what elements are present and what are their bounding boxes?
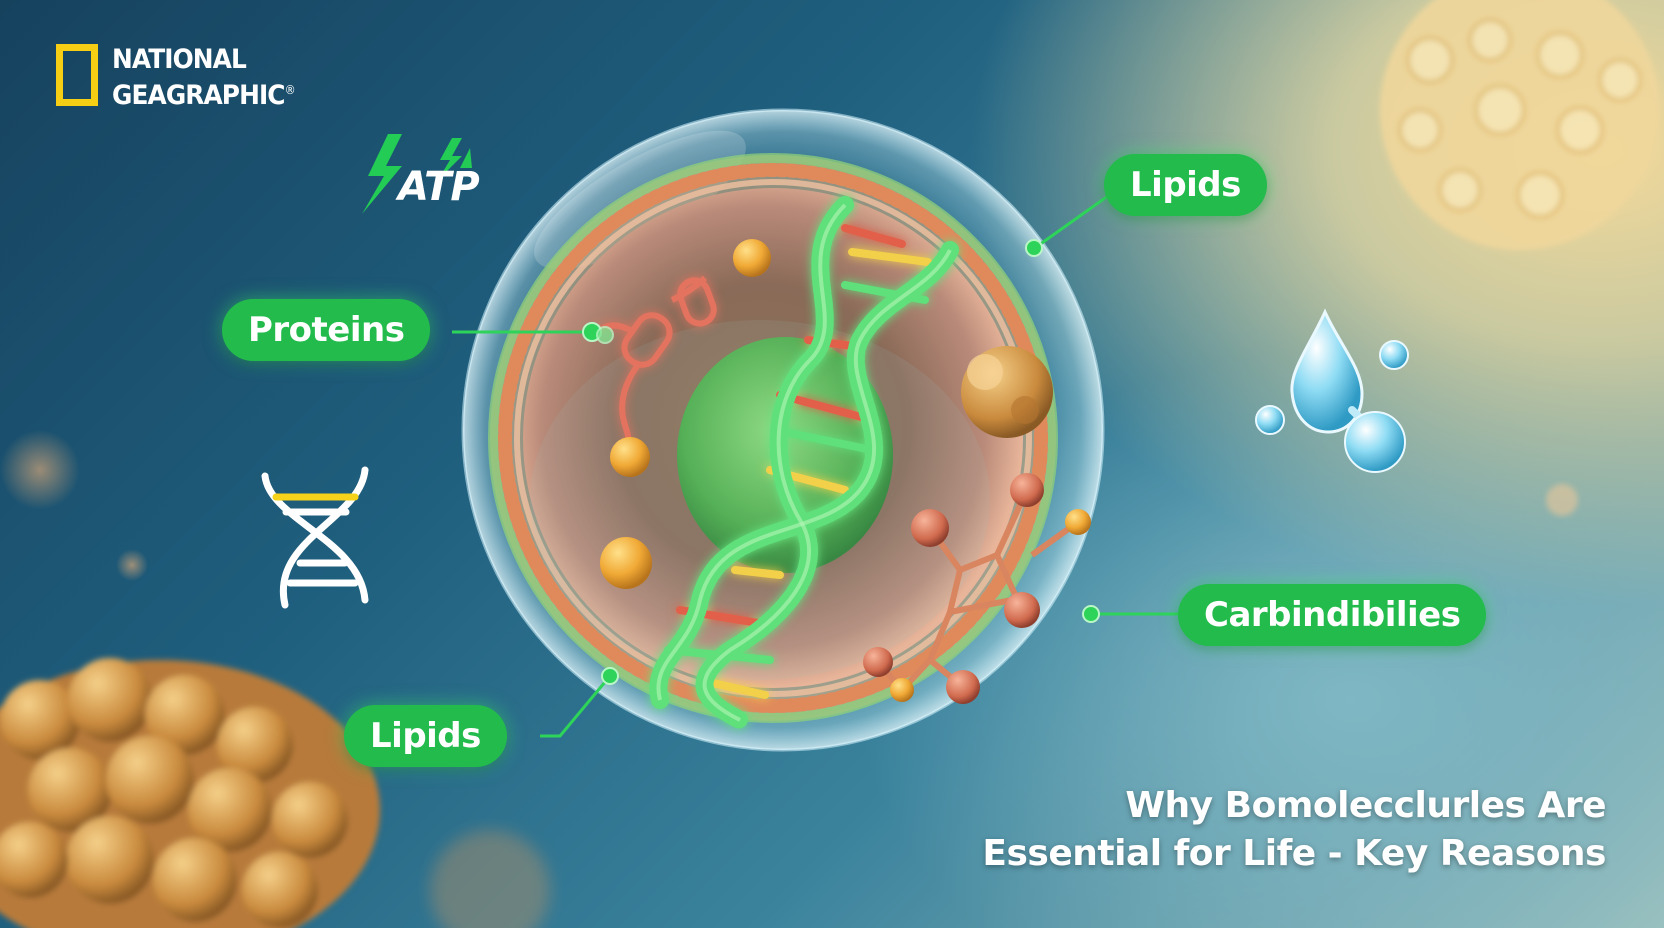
leader-dots <box>582 239 1100 685</box>
label-lipids-bottom: Lipids <box>344 705 507 767</box>
logo-line-2: GEAGRAPHIC® <box>112 80 296 111</box>
brand-logo: NATIONAL GEAGRAPHIC® <box>56 44 311 111</box>
label-carbohydrates: Carbindibilies <box>1178 584 1487 646</box>
atp-label: ATP <box>398 164 480 210</box>
logo-line-1: NATIONAL <box>112 44 247 75</box>
protein-bead <box>610 437 650 477</box>
lipid-droplet <box>600 537 652 589</box>
dna-icon <box>261 466 369 609</box>
headline: Why Bomolecclurles Are Essential for Lif… <box>982 782 1606 878</box>
logo-frame-icon <box>56 44 98 106</box>
headline-line-2: Essential for Life - Key Reasons <box>982 833 1606 874</box>
protein-bead <box>733 239 771 277</box>
dna-helix <box>649 196 959 729</box>
atp-bolt-icon <box>362 134 472 214</box>
label-proteins: Proteins <box>222 299 431 361</box>
water-molecule <box>1255 308 1409 473</box>
blurred-cluster-top-right <box>1380 0 1660 250</box>
label-lipids-top: Lipids <box>1104 154 1267 216</box>
headline-line-1: Why Bomolecclurles Are <box>1125 785 1606 826</box>
globular-protein <box>961 346 1053 438</box>
blurred-cluster-bottom-left <box>0 658 380 928</box>
carbohydrate-molecule <box>863 473 1091 704</box>
registered-mark: ® <box>284 83 296 97</box>
background-bokeh <box>0 430 1578 928</box>
logo-wordmark: NATIONAL GEAGRAPHIC® <box>112 44 296 111</box>
